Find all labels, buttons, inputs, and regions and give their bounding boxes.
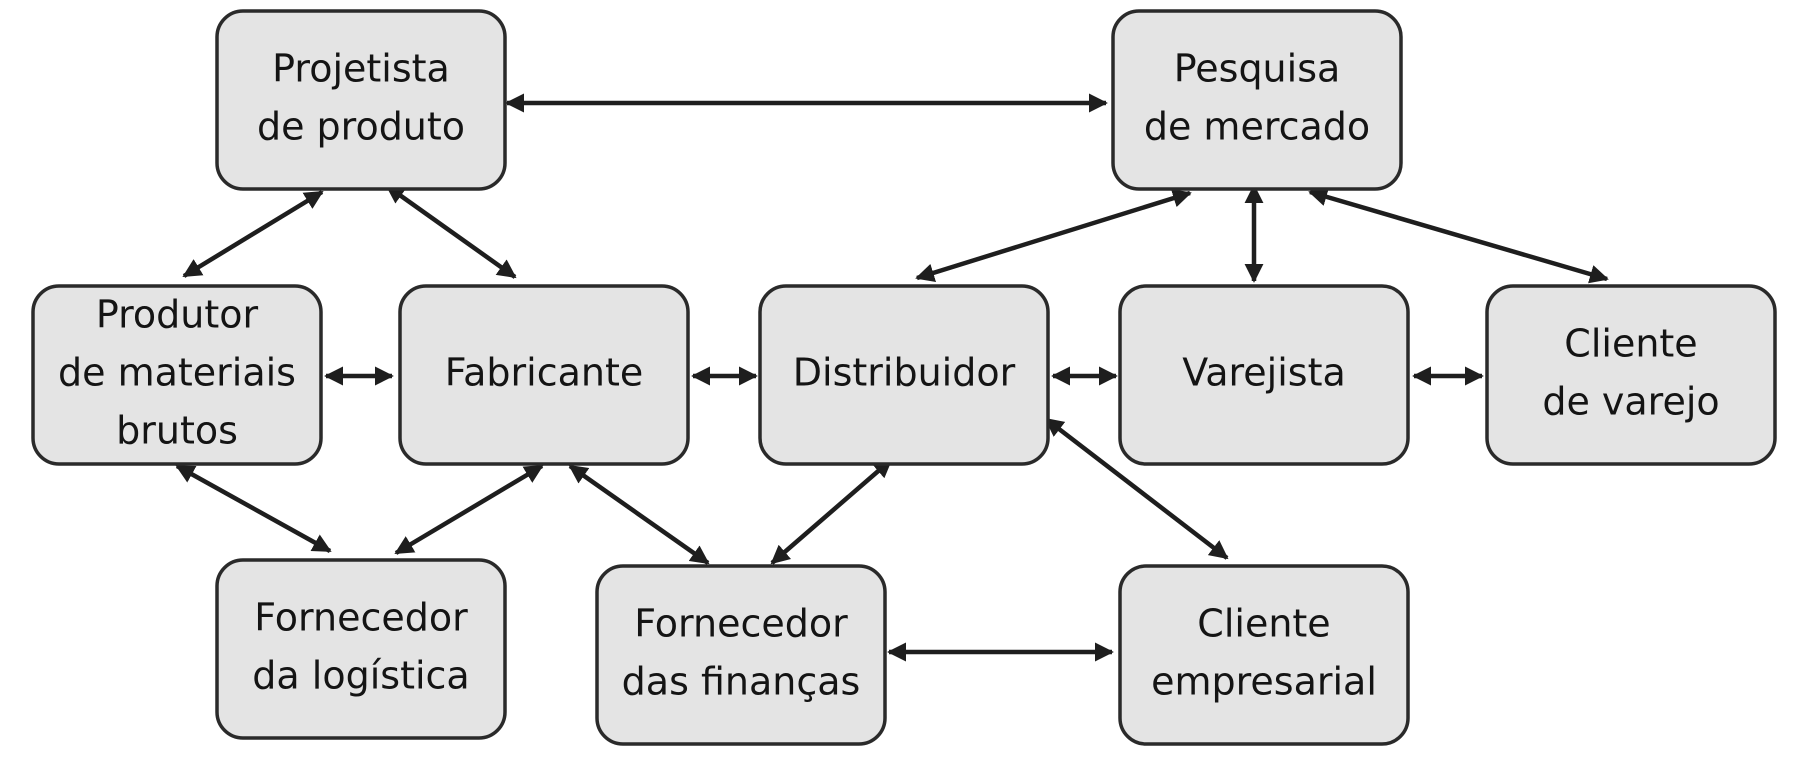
node-label-produtor-line-2: de materiais bbox=[58, 351, 296, 395]
node-logistica: Fornecedor da logística bbox=[215, 558, 507, 740]
node-produtor: Produtor de materiais brutos bbox=[31, 284, 323, 466]
arrow-distribuidor-financas bbox=[770, 458, 893, 565]
connections-layer bbox=[175, 93, 1609, 662]
node-pesquisa: Pesquisa de mercado bbox=[1111, 9, 1403, 191]
arrow-fabricante-logistica bbox=[394, 464, 544, 555]
node-label-cliente-varejo-line-2: de varejo bbox=[1542, 380, 1719, 424]
node-label-distribuidor-line-1: Distribuidor bbox=[793, 351, 1016, 395]
node-label-fabricante-line-1: Fabricante bbox=[445, 351, 644, 395]
node-box-produtor bbox=[31, 284, 323, 466]
arrow-produtor-logistica bbox=[175, 464, 332, 553]
node-box-logistica bbox=[215, 558, 507, 740]
arrow-fabricante-financas bbox=[568, 464, 710, 565]
node-distribuidor: Distribuidor bbox=[758, 284, 1050, 466]
arrow-projetista-fabricante bbox=[385, 184, 517, 279]
node-label-produtor-line-3: brutos bbox=[116, 409, 238, 453]
node-label-pesquisa-line-1: Pesquisa bbox=[1174, 47, 1341, 91]
node-label-cliente-varejo-line-1: Cliente bbox=[1564, 322, 1697, 366]
node-label-logistica-line-2: da logística bbox=[252, 654, 469, 698]
node-financas: Fornecedor das finanças bbox=[595, 564, 887, 746]
node-label-produtor-line-1: Produtor bbox=[96, 293, 259, 337]
node-box-financas bbox=[595, 564, 887, 746]
node-label-cliente-empresarial-line-1: Cliente bbox=[1197, 602, 1330, 646]
arrow-projetista-produtor bbox=[182, 190, 324, 278]
node-varejista: Varejista bbox=[1118, 284, 1410, 466]
node-box-distribuidor bbox=[758, 284, 1050, 466]
node-box-varejista bbox=[1118, 284, 1410, 466]
arrow-pesquisa-cliente-varejo bbox=[1308, 187, 1609, 284]
node-label-projetista-line-2: de produto bbox=[257, 105, 465, 149]
node-cliente-varejo: Cliente de varejo bbox=[1485, 284, 1777, 466]
node-label-logistica-line-1: Fornecedor bbox=[254, 596, 468, 640]
node-label-cliente-empresarial-line-2: empresarial bbox=[1151, 660, 1377, 704]
node-label-varejista-line-1: Varejista bbox=[1182, 351, 1346, 395]
node-label-pesquisa-line-2: de mercado bbox=[1144, 105, 1370, 149]
node-box-cliente-varejo bbox=[1485, 284, 1777, 466]
arrow-pesquisa-distribuidor bbox=[915, 189, 1192, 282]
node-cliente-empresarial: Cliente empresarial bbox=[1118, 564, 1410, 746]
node-fabricante: Fabricante bbox=[398, 284, 690, 466]
node-box-pesquisa bbox=[1111, 9, 1403, 191]
node-label-financas-line-2: das finanças bbox=[622, 660, 861, 704]
node-box-fabricante bbox=[398, 284, 690, 466]
node-box-projetista bbox=[215, 9, 507, 191]
node-label-projetista-line-1: Projetista bbox=[272, 47, 450, 91]
arrow-distribuidor-cliente-empresarial bbox=[1044, 417, 1229, 560]
node-box-cliente-empresarial bbox=[1118, 564, 1410, 746]
node-label-financas-line-1: Fornecedor bbox=[634, 602, 848, 646]
node-projetista: Projetista de produto bbox=[215, 9, 507, 191]
